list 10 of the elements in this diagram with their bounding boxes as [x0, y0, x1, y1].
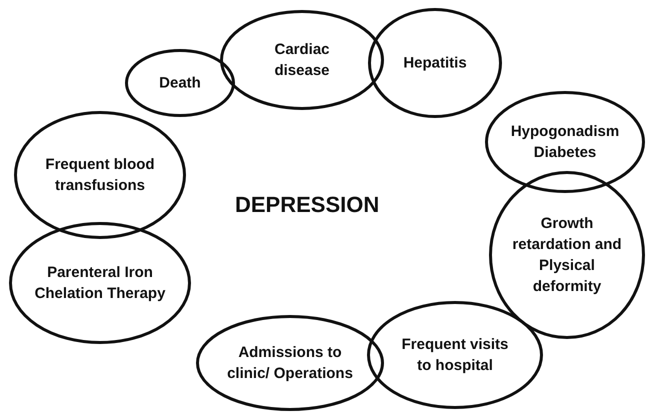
node-text: Death — [158, 74, 202, 94]
node-text: Admissions to clinic/ Operations — [226, 343, 354, 384]
node-text: Parenteral Iron Chelation Therapy — [34, 263, 166, 304]
node-text: Hypogonadism Diabetes — [510, 122, 620, 163]
node-text: Growth retardation and Plysical deformity — [511, 214, 623, 297]
node-text: Frequent blood transfusions — [44, 155, 156, 196]
node-text: Cardiac disease — [273, 40, 331, 81]
node-text: Frequent visits to hospital — [400, 335, 510, 376]
center-heading: DEPRESSION — [235, 192, 380, 218]
node-text: Hepatitis — [402, 54, 468, 74]
